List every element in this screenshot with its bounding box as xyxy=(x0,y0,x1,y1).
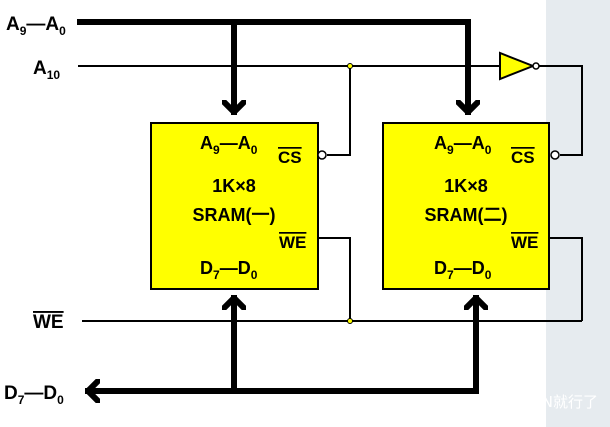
sram-chip-2 xyxy=(382,122,550,290)
chip1-we-label: WE xyxy=(279,233,306,252)
chip1-address-pins-label: A9—A0 xyxy=(200,133,258,157)
a10-label: A10 xyxy=(33,58,60,82)
address-bus-label: A9—A0 xyxy=(6,14,66,38)
we-label: WE xyxy=(33,312,64,333)
we1-wire xyxy=(318,237,351,321)
cs2-bubble xyxy=(550,150,560,160)
inverter-bubble xyxy=(532,62,540,70)
thin-wires xyxy=(78,65,583,322)
side-strip xyxy=(546,0,610,427)
chip1-name-label: SRAM(一) xyxy=(193,205,276,225)
we-junction-dot xyxy=(347,318,353,324)
chip2-name-label: SRAM(二) xyxy=(425,205,508,225)
chip1-cs-label: CS xyxy=(278,148,302,167)
chip1-data-pins-label: D7—D0 xyxy=(200,258,258,282)
sram-chip-1 xyxy=(150,122,319,290)
chip2-cs-label: CS xyxy=(511,148,535,167)
chip1-size-label: 1K×8 xyxy=(212,176,256,196)
chip2-address-pins-label: A9—A0 xyxy=(434,133,492,157)
chip2-size-label: 1K×8 xyxy=(444,176,488,196)
chip2-data-pins-label: D7—D0 xyxy=(434,258,492,282)
zhihu-watermark: 知乎 @GAN就行了 xyxy=(470,393,598,411)
a10-to-cs1-wire xyxy=(327,66,351,156)
buses xyxy=(77,19,476,391)
data-bus-label: D7—D0 xyxy=(4,383,64,407)
inverter-to-cs2-wire xyxy=(538,65,583,156)
we2-wire xyxy=(549,237,583,321)
inverter-gate xyxy=(499,51,536,81)
a10-junction-dot xyxy=(347,63,353,69)
chip2-we-label: WE xyxy=(511,233,538,252)
cs1-bubble xyxy=(317,150,327,160)
